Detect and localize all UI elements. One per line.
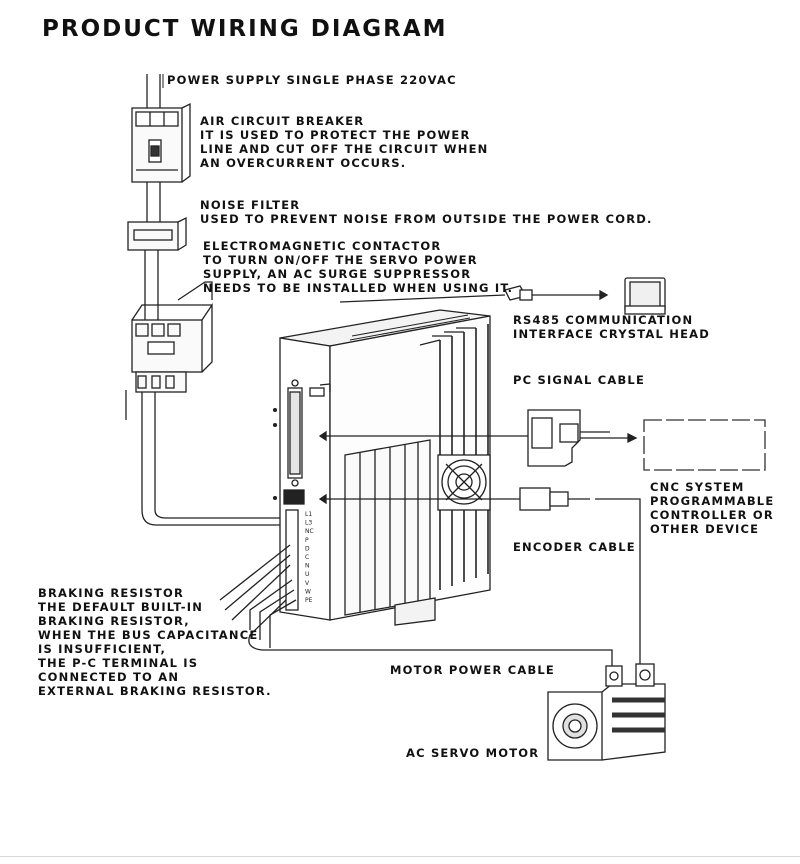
label-line: AC SERVO MOTOR xyxy=(406,746,540,760)
label-line: IS INSUFFICIENT, xyxy=(38,642,167,656)
label-line: NOISE FILTER xyxy=(200,198,301,212)
label-line: CNC SYSTEM xyxy=(650,480,745,494)
terminal-label: L1 xyxy=(305,511,312,518)
contactor-illustration xyxy=(131,281,213,393)
label-line: ELECTROMAGNETIC CONTACTOR xyxy=(203,239,442,253)
label-line: AIR CIRCUIT BREAKER xyxy=(200,114,365,128)
label-line: CONNECTED TO AN xyxy=(38,670,180,684)
terminal-label: PE xyxy=(305,597,313,604)
label-line: PC SIGNAL CABLE xyxy=(513,373,646,387)
label-line: USED TO PREVENT NOISE FROM OUTSIDE THE P… xyxy=(200,212,653,226)
label-line: IT IS USED TO PROTECT THE POWER xyxy=(200,128,471,142)
label-line: EXTERNAL BRAKING RESISTOR. xyxy=(38,684,272,698)
label-line: CONTROLLER OR xyxy=(650,508,774,522)
terminal-label: D xyxy=(305,545,310,552)
label-line: AN OVERCURRENT OCCURS. xyxy=(200,156,407,170)
label-line: LINE AND CUT OFF THE CIRCUIT WHEN xyxy=(200,142,489,156)
power-wires xyxy=(125,74,282,526)
label-line: THE P-C TERMINAL IS xyxy=(38,656,199,670)
terminal-label: V xyxy=(305,580,310,587)
pc-signal-connector-illustration xyxy=(318,409,766,471)
terminal-label: NC xyxy=(305,528,314,535)
pc-signal-cable-label: PC SIGNAL CABLE xyxy=(513,373,645,387)
servo-drive-illustration xyxy=(272,309,491,626)
air-circuit-breaker-illustration xyxy=(131,102,191,183)
diagram-title: PRODUCT WIRING DIAGRAM xyxy=(42,16,448,42)
label-line: PROGRAMMABLE xyxy=(650,494,775,508)
encoder-cable-label: ENCODER CABLE xyxy=(513,540,636,554)
power-supply-label: POWER SUPPLY SINGLE PHASE 220VAC xyxy=(167,73,457,87)
bottom-divider xyxy=(0,856,800,857)
label-line: INTERFACE CRYSTAL HEAD xyxy=(513,327,710,341)
rs485-connector-illustration xyxy=(339,277,666,315)
ac-servo-motor-illustration xyxy=(547,663,666,761)
terminal-label: U xyxy=(305,571,309,578)
label-line: MOTOR POWER CABLE xyxy=(390,663,555,677)
encoder-connector-illustration xyxy=(318,487,641,680)
noise-filter-illustration xyxy=(127,216,187,251)
terminal-label: P xyxy=(305,537,309,544)
label-line: WHEN THE BUS CAPACITANCE xyxy=(38,628,259,642)
label-line: BRAKING RESISTOR, xyxy=(38,614,190,628)
label-line: NEEDS TO BE INSTALLED WHEN USING IT. xyxy=(203,281,514,295)
terminal-label: W xyxy=(305,588,311,595)
label-line: BRAKING RESISTOR xyxy=(38,586,185,600)
label-line: POWER SUPPLY SINGLE PHASE 220VAC xyxy=(167,73,457,87)
label-line: OTHER DEVICE xyxy=(650,522,760,536)
motor-power-cable-label: MOTOR POWER CABLE xyxy=(390,663,555,677)
motor-cable xyxy=(248,599,613,680)
label-line: TO TURN ON/OFF THE SERVO POWER xyxy=(203,253,478,267)
terminal-label: L3 xyxy=(305,520,312,527)
terminal-label: C xyxy=(305,554,309,561)
ac-servo-motor-label: AC SERVO MOTOR xyxy=(406,746,539,760)
label-line: RS485 COMMUNICATION xyxy=(513,313,694,327)
label-line: SUPPLY, AN AC SURGE SUPPRESSOR xyxy=(203,267,472,281)
terminal-label: N xyxy=(305,563,310,570)
label-line: THE DEFAULT BUILT-IN xyxy=(38,600,204,614)
label-line: ENCODER CABLE xyxy=(513,540,636,554)
